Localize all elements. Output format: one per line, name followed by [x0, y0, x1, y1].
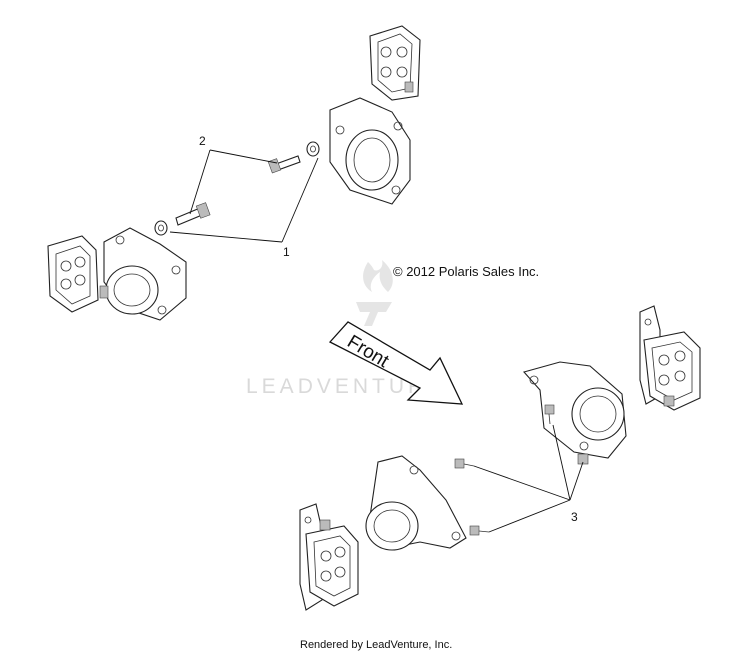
bolt-lower: [175, 202, 211, 226]
fastener-1: [544, 404, 555, 425]
washer-lower: [154, 220, 168, 236]
fastener-3: [454, 458, 475, 469]
fastener-2: [577, 453, 589, 465]
leader-lines-1: [169, 157, 319, 243]
copyright-text: © 2012 Polaris Sales Inc.: [393, 264, 539, 279]
lower-left-caliper: [305, 519, 359, 607]
watermark-logo-icon: [356, 260, 393, 326]
callout-2: 2: [199, 134, 206, 148]
callout-1: 1: [283, 245, 290, 259]
callout-3: 3: [571, 510, 578, 524]
fastener-4: [469, 525, 490, 536]
bolt-upper: [267, 155, 301, 174]
footer-credit: Rendered by LeadVenture, Inc.: [300, 639, 452, 651]
upper-left-caliper: [47, 235, 109, 313]
upper-right-caliper: [369, 25, 421, 101]
leader-lines-3: [473, 424, 584, 533]
leader-lines-2: [189, 149, 278, 215]
washer-upper: [306, 141, 320, 157]
upper-right-knuckle: [329, 97, 411, 205]
watermark-text: LEADVENTURE: [246, 375, 445, 398]
lower-right-knuckle: [523, 361, 627, 459]
lower-right-caliper: [643, 331, 701, 411]
upper-left-knuckle: [103, 227, 187, 321]
lower-left-knuckle: [365, 455, 467, 551]
